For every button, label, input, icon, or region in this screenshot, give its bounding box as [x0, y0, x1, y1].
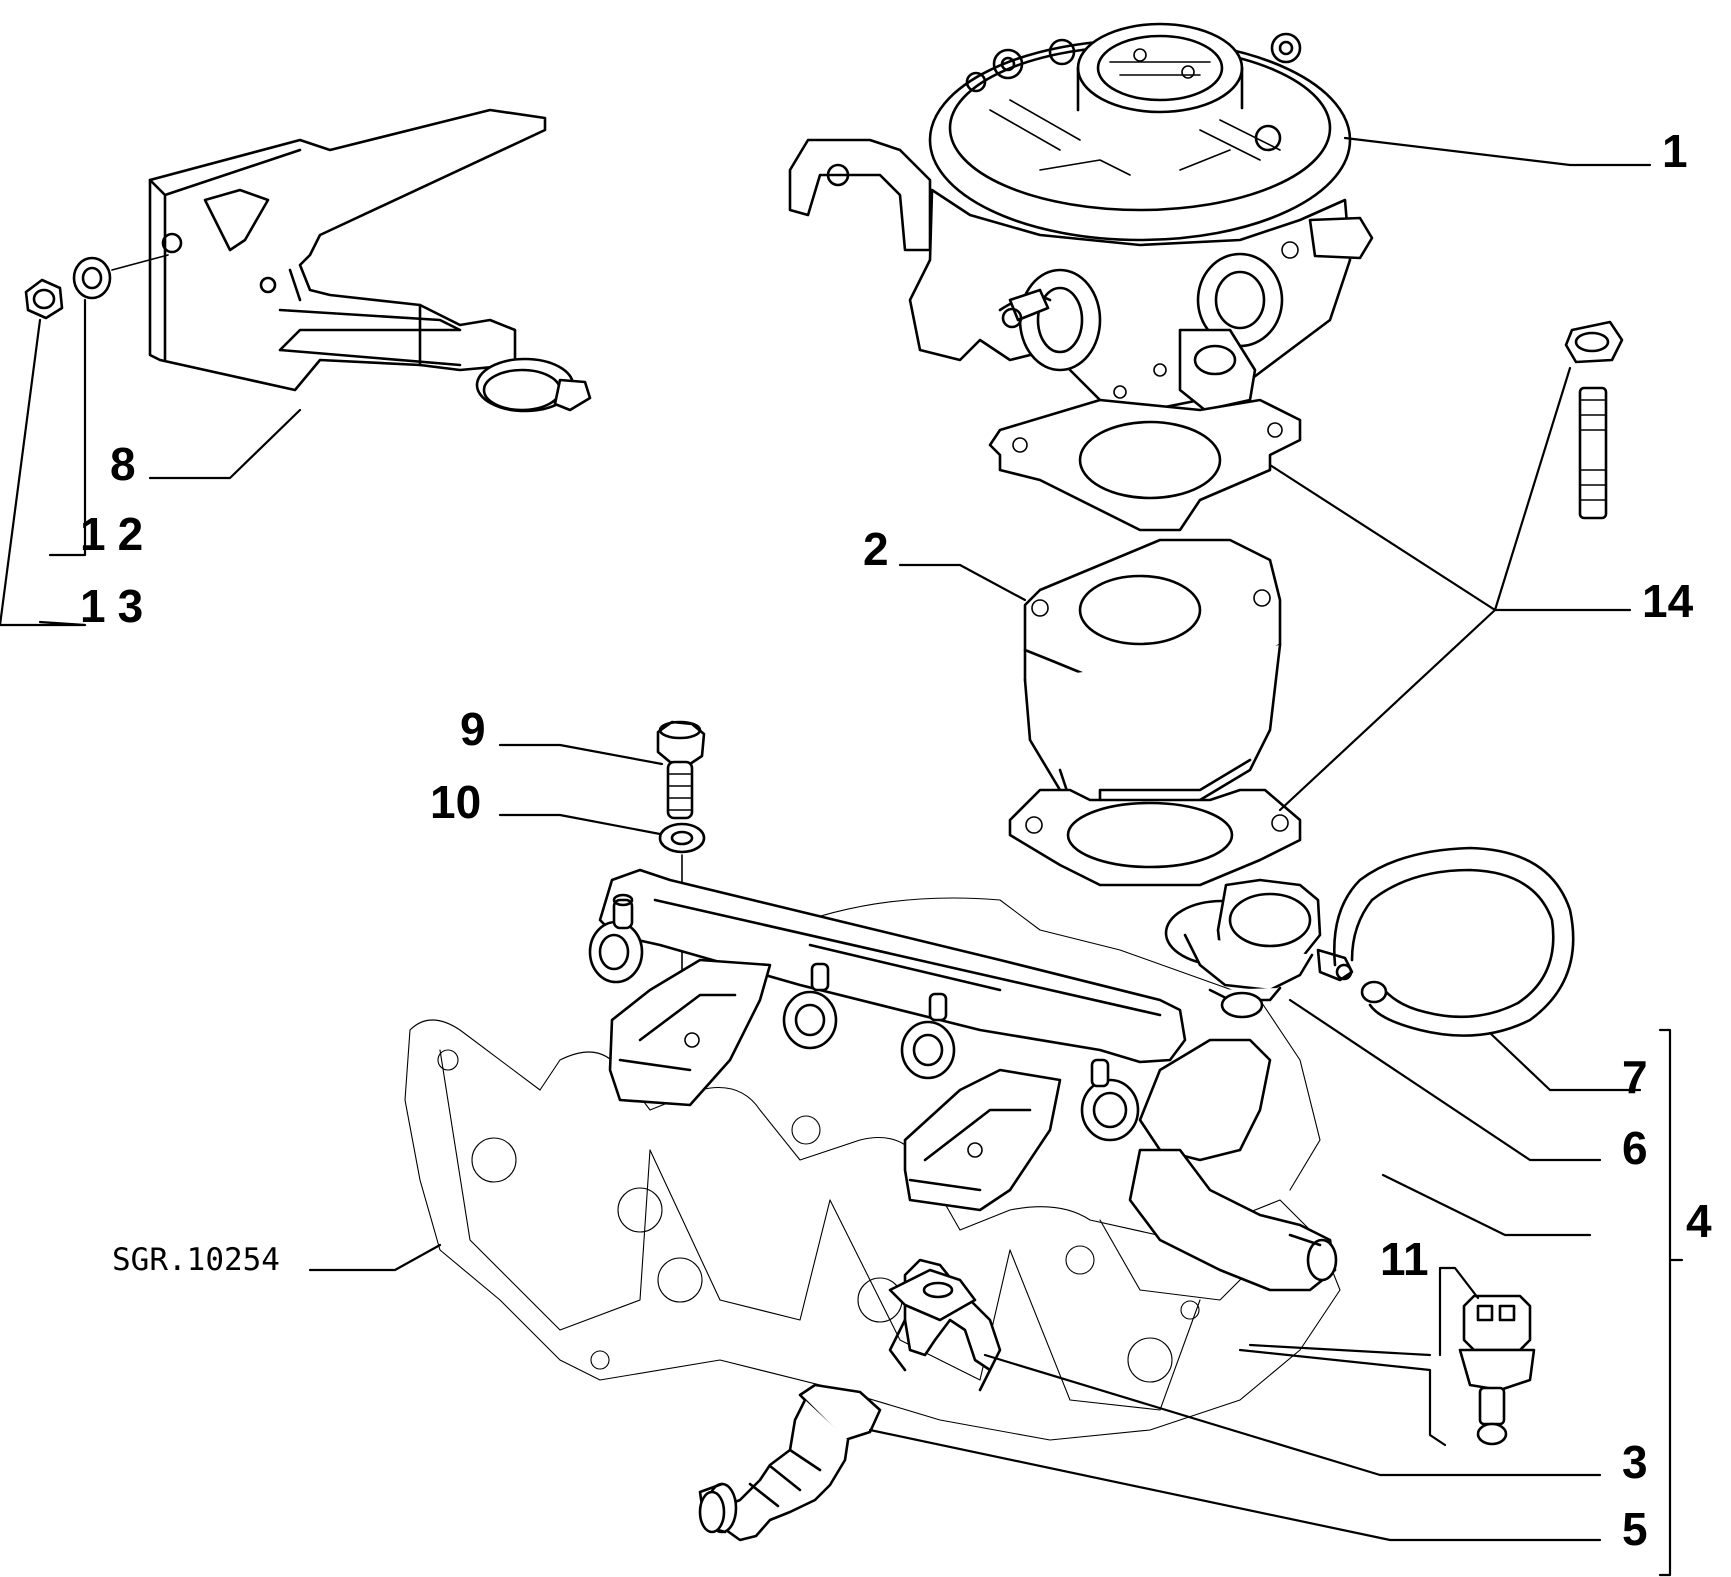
callout-3: 3	[1622, 1436, 1648, 1488]
callout-6: 6	[1622, 1122, 1648, 1174]
temperature-sensor	[1458, 1294, 1536, 1446]
washer-and-nut	[24, 254, 169, 320]
callout-12: 12	[80, 508, 155, 560]
mounting-bracket	[148, 108, 592, 413]
leader-lines	[0, 136, 1684, 1577]
bolt-and-washer	[656, 720, 706, 1041]
throttle-body	[788, 22, 1374, 532]
callout-11: 11	[1380, 1233, 1429, 1285]
injector-clip	[888, 1258, 1002, 1392]
callout-10: 10	[430, 776, 481, 828]
callout-8: 8	[110, 438, 136, 490]
callout-1: 1	[1662, 125, 1688, 177]
callout-9: 9	[460, 703, 486, 755]
callout-5: 5	[1622, 1503, 1648, 1555]
pressure-regulator	[1164, 878, 1354, 1019]
stud-and-nut	[1564, 320, 1624, 520]
reference-code: SGR.10254	[112, 1242, 280, 1278]
callout-7: 7	[1622, 1051, 1648, 1103]
fuel-return-hose	[1333, 846, 1575, 1037]
callout-labels: 1 2 14 8 12 13 9 10 7 6 4 11 3 5 SGR.102…	[80, 125, 1712, 1555]
callout-4: 4	[1686, 1195, 1712, 1247]
intake-manifold-outline	[404, 897, 1341, 1441]
callout-2: 2	[863, 523, 889, 575]
callout-13: 13	[80, 580, 155, 632]
fuel-rail	[588, 868, 1338, 1292]
spacer-block	[1008, 538, 1302, 887]
fuel-injector	[698, 1383, 882, 1542]
callout-14: 14	[1642, 575, 1694, 627]
